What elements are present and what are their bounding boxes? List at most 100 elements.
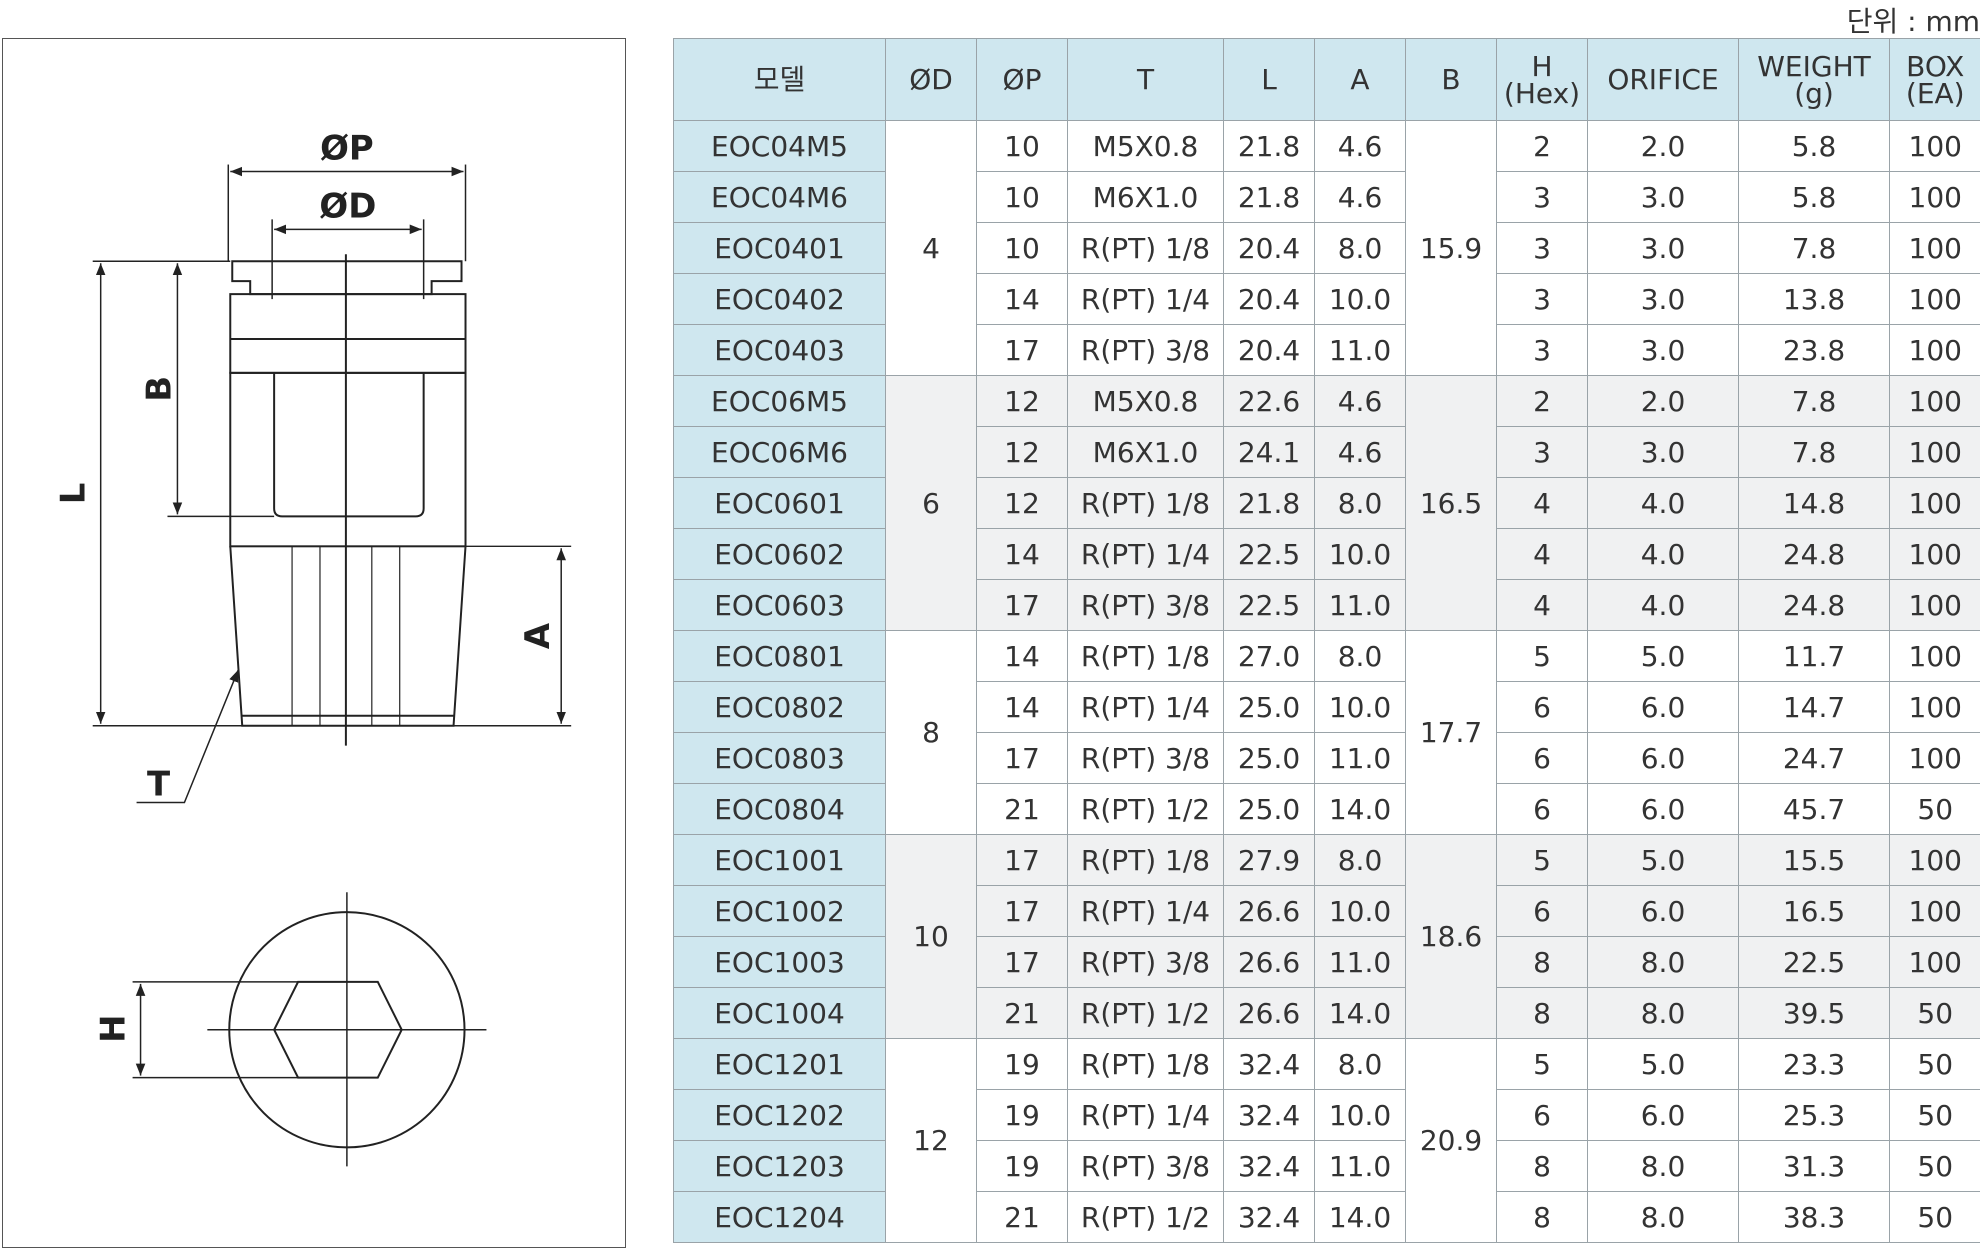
cell-a: 10.0	[1314, 681, 1406, 733]
cell-weight: 13.8	[1738, 273, 1890, 325]
cell-a: 4.6	[1314, 120, 1406, 172]
cell-weight: 45.7	[1738, 783, 1890, 835]
cell-a: 11.0	[1314, 324, 1406, 376]
cell-op: 17	[976, 579, 1068, 631]
cell-l: 21.8	[1223, 120, 1315, 172]
cell-l: 20.4	[1223, 222, 1315, 274]
cell-op: 17	[976, 885, 1068, 937]
cell-b: 20.9	[1405, 1038, 1497, 1243]
cell-box: 100	[1889, 528, 1980, 580]
cell-t: R(PT) 1/8	[1067, 630, 1224, 682]
cell-model: EOC1202	[673, 1089, 886, 1141]
cell-a: 10.0	[1314, 273, 1406, 325]
cell-l: 25.0	[1223, 732, 1315, 784]
cell-op: 14	[976, 681, 1068, 733]
cell-op: 21	[976, 783, 1068, 835]
cell-model: EOC0803	[673, 732, 886, 784]
cell-l: 24.1	[1223, 426, 1315, 478]
cell-op: 14	[976, 528, 1068, 580]
cell-model: EOC04M6	[673, 171, 886, 223]
cell-orifice: 6.0	[1587, 783, 1739, 835]
cell-l: 32.4	[1223, 1038, 1315, 1090]
cell-t: R(PT) 3/8	[1067, 936, 1224, 988]
hex-socket	[273, 980, 403, 1079]
cell-t: R(PT) 1/2	[1067, 783, 1224, 835]
cell-weight: 5.8	[1738, 120, 1890, 172]
cell-b: 18.6	[1405, 834, 1497, 1039]
cell-h: 5	[1496, 834, 1588, 886]
cell-weight: 14.8	[1738, 477, 1890, 529]
cell-model: EOC1003	[673, 936, 886, 988]
cell-box: 50	[1889, 987, 1980, 1039]
label-phi-p: ØP	[320, 129, 374, 168]
cell-model: EOC0401	[673, 222, 886, 274]
cell-a: 14.0	[1314, 1191, 1406, 1243]
cell-model: EOC1002	[673, 885, 886, 937]
cell-op: 17	[976, 936, 1068, 988]
cell-weight: 38.3	[1738, 1191, 1890, 1243]
cell-t: M5X0.8	[1067, 375, 1224, 427]
cell-h: 6	[1496, 885, 1588, 937]
cell-orifice: 4.0	[1587, 477, 1739, 529]
cell-model: EOC1204	[673, 1191, 886, 1243]
cell-a: 10.0	[1314, 1089, 1406, 1141]
cell-a: 10.0	[1314, 885, 1406, 937]
cell-a: 8.0	[1314, 834, 1406, 886]
cell-model: EOC06M6	[673, 426, 886, 478]
header-od: ØD	[885, 38, 977, 121]
cell-box: 100	[1889, 579, 1980, 631]
header-weight-line2: (g)	[1794, 76, 1834, 110]
cell-a: 14.0	[1314, 987, 1406, 1039]
cell-orifice: 6.0	[1587, 732, 1739, 784]
cell-weight: 25.3	[1738, 1089, 1890, 1141]
cell-t: R(PT) 1/8	[1067, 222, 1224, 274]
header-orifice: ORIFICE	[1587, 38, 1739, 121]
cell-l: 21.8	[1223, 171, 1315, 223]
cell-box: 50	[1889, 1089, 1980, 1141]
cell-a: 11.0	[1314, 1140, 1406, 1192]
cell-b: 15.9	[1405, 120, 1497, 376]
cell-t: R(PT) 3/8	[1067, 1140, 1224, 1192]
collet-body	[229, 293, 467, 374]
cell-h: 8	[1496, 987, 1588, 1039]
cell-op: 12	[976, 477, 1068, 529]
cell-op: 12	[976, 426, 1068, 478]
cell-weight: 7.8	[1738, 375, 1890, 427]
cell-orifice: 3.0	[1587, 273, 1739, 325]
cell-model: EOC0601	[673, 477, 886, 529]
cell-t: R(PT) 3/8	[1067, 732, 1224, 784]
header-box-line1: BOX	[1906, 49, 1965, 83]
cell-l: 32.4	[1223, 1191, 1315, 1243]
cell-a: 11.0	[1314, 936, 1406, 988]
cell-l: 22.6	[1223, 375, 1315, 427]
cell-op: 17	[976, 324, 1068, 376]
label-a: A	[518, 622, 557, 649]
cell-model: EOC0802	[673, 681, 886, 733]
cell-l: 26.6	[1223, 987, 1315, 1039]
cell-weight: 7.8	[1738, 222, 1890, 274]
header-weight-line1: WEIGHT	[1757, 49, 1871, 83]
cell-orifice: 5.0	[1587, 630, 1739, 682]
cell-orifice: 3.0	[1587, 324, 1739, 376]
cell-b: 16.5	[1405, 375, 1497, 631]
cell-model: EOC0602	[673, 528, 886, 580]
cell-orifice: 8.0	[1587, 987, 1739, 1039]
cell-t: R(PT) 3/8	[1067, 324, 1224, 376]
cell-op: 12	[976, 375, 1068, 427]
cell-t: R(PT) 1/8	[1067, 477, 1224, 529]
label-l: L	[54, 483, 93, 505]
cell-orifice: 3.0	[1587, 171, 1739, 223]
cell-a: 4.6	[1314, 171, 1406, 223]
cell-model: EOC06M5	[673, 375, 886, 427]
header-weight: WEIGHT(g)	[1738, 38, 1890, 121]
cell-h: 3	[1496, 171, 1588, 223]
